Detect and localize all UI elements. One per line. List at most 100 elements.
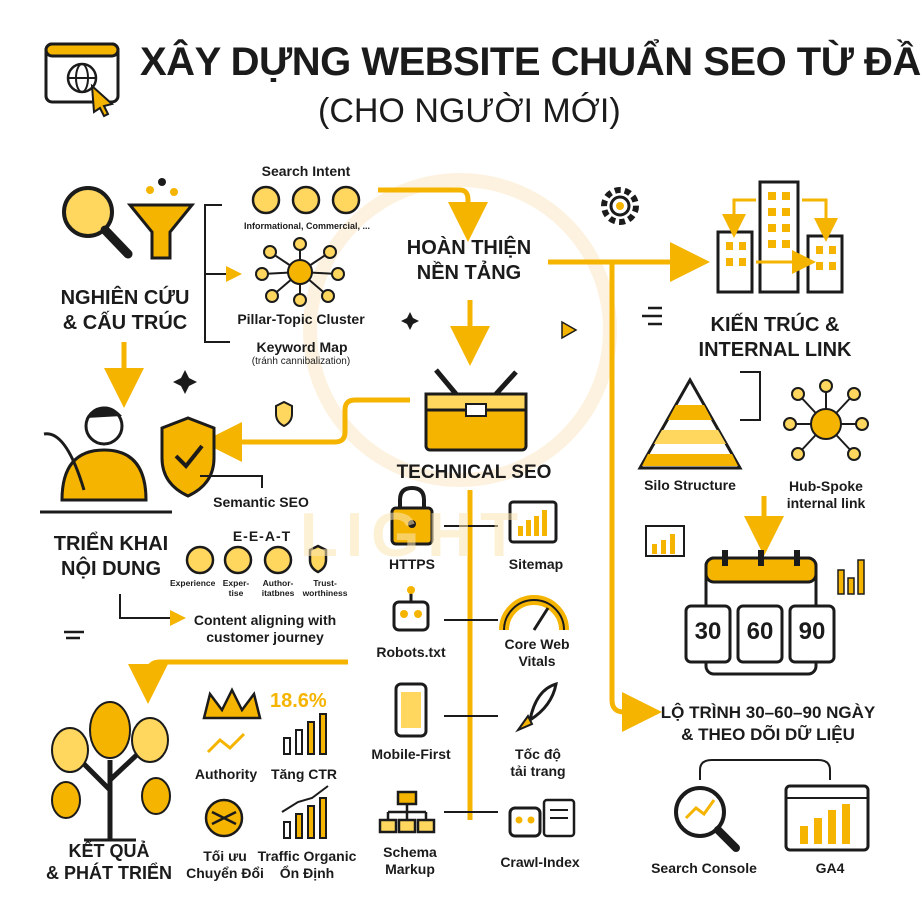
ctr-percent: 18.6%: [270, 690, 327, 712]
eeat-items: Experience Exper- tise Author- itatbnes …: [170, 578, 350, 598]
ctr-chart-icon: [283, 713, 327, 755]
research-heading: NGHIÊN CỨU & CẤU TRÚC: [40, 286, 210, 336]
writer-icon: [40, 406, 172, 514]
cluster-icon: [255, 237, 345, 307]
crown-icon: [202, 687, 262, 754]
cwv-label: Core Web Vitals: [494, 636, 580, 670]
results-line2: & PHÁT TRIỂN: [46, 863, 172, 883]
conversion-label: Tối ưu Chuyển Đổi: [182, 848, 268, 882]
speed-line2: tải trang: [510, 763, 566, 779]
roadmap-line1: LỘ TRÌNH 30–60–90 NGÀY: [660, 703, 876, 722]
mobile-icon: [394, 682, 428, 738]
keyword-note: (tránh cannibalization): [251, 356, 351, 367]
sitemap-label: Sitemap: [508, 556, 564, 572]
schema-tree-icon: [378, 790, 436, 834]
search-console-icon: [674, 786, 740, 852]
hub-line2: internal link: [786, 495, 866, 511]
ga4-label: GA4: [815, 860, 845, 876]
traffic-chart-icon: [281, 785, 329, 839]
conversion-icon: [204, 798, 244, 838]
content-line1: TRIỂN KHAI: [53, 533, 169, 555]
eeat-experience: Experience: [170, 578, 216, 588]
gear-icon: [601, 187, 639, 225]
foundation-line1: HOÀN THIỆN: [406, 237, 532, 259]
https-label: HTTPS: [389, 556, 435, 572]
schema-line2: Markup: [385, 861, 435, 877]
day-30: 30: [694, 618, 722, 645]
lock-icon: [390, 485, 434, 546]
intent-icons: [251, 185, 361, 215]
eeat-trustworthiness: Trust- worthiness: [302, 578, 348, 598]
eeat-authoritativeness: Author- itatbnes: [261, 578, 295, 598]
keyword-map-label: Keyword Map: [256, 339, 348, 355]
schema-line1: Schema: [383, 844, 437, 860]
cwv-line2: Vitals: [518, 653, 556, 669]
shield-check-icon: [160, 416, 216, 498]
roadmap-heading: LỘ TRÌNH 30–60–90 NGÀY & THEO DÕI DỮ LIỆ…: [646, 702, 890, 746]
silo-label: Silo Structure: [644, 477, 736, 493]
content-heading: TRIỂN KHAI NỘI DUNG: [36, 532, 186, 582]
hub-spoke-icon: [783, 379, 869, 461]
mobile-label: Mobile-First: [371, 746, 451, 762]
page-subtitle: (CHO NGƯỜI MỚI): [318, 92, 621, 130]
eeat-label: E-E-A-T: [232, 528, 292, 544]
technical-heading: TECHNICAL SEO: [396, 462, 552, 483]
speed-line1: Tốc độ: [515, 746, 561, 762]
conversion-line2: Chuyển Đổi: [186, 865, 264, 881]
architecture-line1: KIẾN TRÚC &: [710, 314, 840, 336]
research-heading-line1: NGHIÊN CỨU: [60, 287, 190, 309]
hub-spoke-label: Hub-Spoke internal link: [766, 478, 886, 512]
funnel-icon: [126, 178, 196, 260]
pyramid-icon: [637, 376, 743, 470]
day-60: 60: [746, 618, 774, 645]
robot-icon: [392, 586, 430, 632]
crawl-label: Crawl-Index: [500, 854, 580, 870]
research-heading-line2: & CẤU TRÚC: [62, 312, 188, 334]
browser-globe-icon: [44, 42, 120, 118]
chart-icon: [645, 525, 685, 557]
search-intent-label: Search Intent: [261, 163, 351, 179]
content-line2: NỘI DUNG: [61, 558, 161, 580]
toolbox-icon: [424, 368, 528, 452]
journey-line1: Content aligning with: [193, 612, 337, 628]
shield-small-icon: [275, 400, 293, 428]
speedometer-icon: [499, 595, 569, 631]
results-heading: KẾT QUẢ & PHÁT TRIỂN: [34, 840, 184, 884]
bar-chart-icon: [837, 559, 865, 595]
journey-label: Content aligning with customer journey: [180, 612, 350, 646]
slider-icon: [64, 630, 84, 640]
play-icon: [561, 320, 578, 340]
semantic-seo-label: Semantic SEO: [213, 494, 309, 510]
search-console-label: Search Console: [651, 860, 757, 876]
intent-types-label: Informational, Commercial, ...: [243, 221, 371, 231]
list-icon: [642, 306, 662, 326]
sitemap-chart-icon: [508, 500, 558, 544]
traffic-label: Traffic Organic Ổn Định: [252, 848, 362, 882]
architecture-heading: KIẾN TRÚC & INTERNAL LINK: [690, 313, 860, 363]
cwv-line1: Core Web: [504, 636, 570, 652]
sparkle-icon: [401, 312, 419, 330]
ga4-icon: [784, 784, 870, 852]
sparkle-icon: [173, 370, 197, 394]
buildings-icon: [716, 180, 844, 294]
roadmap-line2: & THEO DÕI DỮ LIỆU: [681, 725, 855, 744]
foundation-line2: NỀN TẢNG: [416, 262, 522, 284]
foundation-heading: HOÀN THIỆN NỀN TẢNG: [394, 236, 544, 286]
eeat-expertise: Exper- tise: [222, 578, 250, 598]
rocket-icon: [515, 681, 558, 733]
hub-line1: Hub-Spoke: [789, 478, 863, 494]
robots-label: Robots.txt: [376, 644, 446, 660]
conversion-line1: Tối ưu: [203, 848, 247, 864]
eeat-badges: [185, 544, 328, 575]
architecture-line2: INTERNAL LINK: [698, 339, 852, 361]
tree-icon: [51, 701, 171, 842]
schema-label: Schema Markup: [370, 844, 450, 878]
watermark: LIGHT: [300, 501, 526, 570]
magnifier-icon: [62, 186, 133, 259]
ctr-label: Tăng CTR: [270, 766, 338, 782]
crawler-icon: [508, 798, 576, 838]
page-title: XÂY DỰNG WEBSITE CHUẨN SEO TỪ ĐẦU: [140, 40, 922, 84]
authority-label: Authority: [194, 766, 258, 782]
pillar-cluster-label: Pillar-Topic Cluster: [237, 311, 365, 327]
